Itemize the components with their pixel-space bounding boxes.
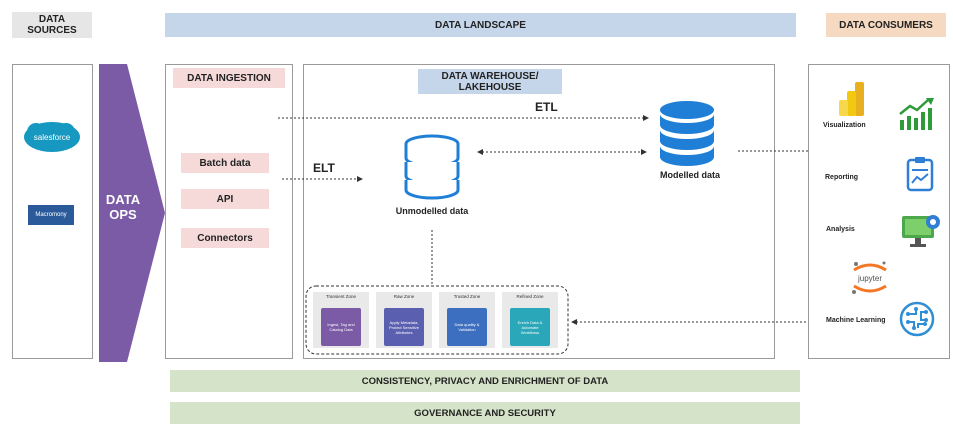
warehouse-title: DATA WAREHOUSE/ LAKEHOUSE <box>418 69 562 94</box>
etl-label: ETL <box>535 100 558 114</box>
trusted-zone: Trusted Zone Data quality & Validation <box>439 292 495 348</box>
warehouse-title-line2: LAKEHOUSE <box>458 81 522 93</box>
governance-bar: GOVERNANCE AND SECURITY <box>170 402 800 424</box>
ml-icon <box>898 300 936 338</box>
macromony-logo: Macromony <box>28 205 74 225</box>
warehouse-title-line1: DATA WAREHOUSE/ <box>441 70 539 82</box>
data-sources-header: DATA SOURCES <box>12 12 92 38</box>
refined-zone-label: Refined Zone <box>516 294 544 299</box>
modelled-database-icon <box>657 100 717 166</box>
analysis-label: Analysis <box>826 226 855 233</box>
transient-zone-box: Ingest, Tag and Catalog Data <box>321 308 361 346</box>
raw-zone: Raw Zone Apply Metadata, Protect Sensiti… <box>376 292 432 348</box>
batch-data-box: Batch data <box>181 153 269 173</box>
raw-zone-label: Raw Zone <box>393 294 415 299</box>
analysis-icon <box>900 212 942 248</box>
zones-row: Transient Zone Ingest, Tag and Catalog D… <box>313 292 565 350</box>
ingestion-title-text: DATA INGESTION <box>187 72 271 84</box>
elt-label: ELT <box>313 161 335 175</box>
reporting-label: Reporting <box>825 174 859 181</box>
api-label: API <box>216 193 234 205</box>
batch-data-label: Batch data <box>199 157 251 169</box>
refined-zone: Refined Zone Enrich Data & Automate Work… <box>502 292 558 348</box>
api-box: API <box>181 189 269 209</box>
macromony-logo-text: Macromony <box>35 212 67 218</box>
governance-bar-text: GOVERNANCE AND SECURITY <box>414 407 556 419</box>
data-ops-line1: DATA <box>105 192 141 207</box>
jupyter-icon: jupyter <box>848 260 892 296</box>
data-sources-header-text: DATA SOURCES <box>27 14 77 36</box>
consistency-bar: CONSISTENCY, PRIVACY AND ENRICHMENT OF D… <box>170 370 800 392</box>
data-landscape-header-text: DATA LANDSCAPE <box>435 19 526 31</box>
powerbi-icon <box>838 82 866 116</box>
unmodelled-database-icon <box>402 134 462 200</box>
data-ops-line2: OPS <box>109 207 137 222</box>
trusted-zone-box: Data quality & Validation <box>447 308 487 346</box>
salesforce-logo-text: salesforce <box>34 133 71 142</box>
machine-learning-text: Machine Learning <box>826 317 886 324</box>
modelled-label: Modelled data <box>659 170 720 180</box>
data-consumers-header-text: DATA CONSUMERS <box>839 19 933 31</box>
ingestion-panel <box>165 64 293 359</box>
transient-zone: Transient Zone Ingest, Tag and Catalog D… <box>313 292 369 348</box>
visualization-label: Visualization <box>823 122 866 129</box>
trusted-zone-label: Trusted Zone <box>453 294 481 299</box>
data-landscape-header: DATA LANDSCAPE <box>165 13 796 37</box>
connectors-box: Connectors <box>181 228 269 248</box>
transient-zone-label: Transient Zone <box>325 294 357 299</box>
machine-learning-label: Machine Learning <box>826 316 886 325</box>
growth-chart-icon <box>898 96 938 130</box>
raw-zone-box: Apply Metadata, Protect Sensitive Attrib… <box>384 308 424 346</box>
unmodelled-label: Unmodelled data <box>395 206 469 216</box>
jupyter-text: jupyter <box>857 274 882 283</box>
data-consumers-header: DATA CONSUMERS <box>826 13 946 37</box>
connectors-label: Connectors <box>197 232 253 244</box>
ingestion-title: DATA INGESTION <box>173 68 285 88</box>
salesforce-logo: salesforce <box>22 120 82 154</box>
refined-zone-box: Enrich Data & Automate Workflows <box>510 308 550 346</box>
zones-container <box>305 285 569 355</box>
report-icon <box>906 156 934 192</box>
data-ops-arrow: DATA OPS <box>99 64 165 362</box>
consistency-bar-text: CONSISTENCY, PRIVACY AND ENRICHMENT OF D… <box>361 375 609 387</box>
